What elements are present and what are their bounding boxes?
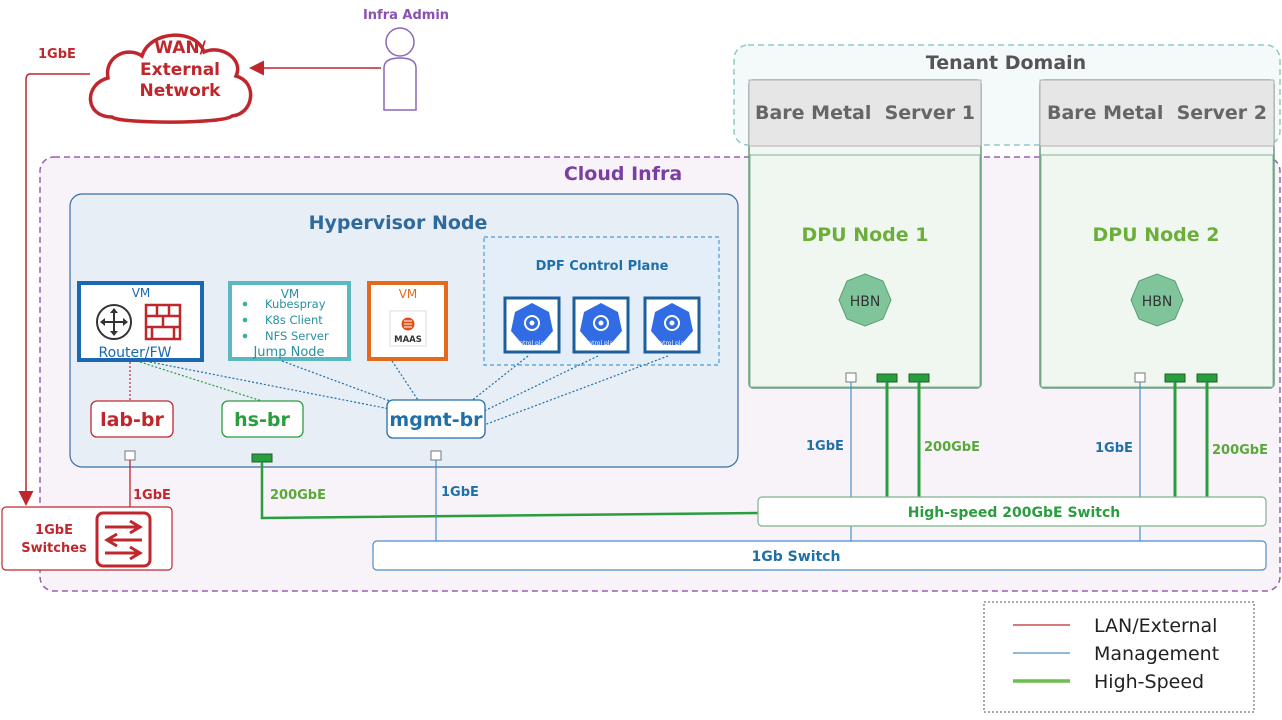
hs-br-bridge <box>221 400 304 438</box>
cp1-to-mgmt-br-line <box>469 355 529 403</box>
vm-jump-label: VM <box>281 287 300 301</box>
cp3-to-mgmt-br-line <box>483 355 669 426</box>
gbe-switches-line2: Switches <box>21 541 87 556</box>
mgmt-link-label: 1GbE <box>441 485 479 500</box>
vm-router-caption: Router/FW <box>98 345 171 361</box>
wan-link-label: 1GbE <box>38 47 76 62</box>
dpu2-hs-link-label: 200GbE <box>1212 443 1268 458</box>
dpu-node-1 <box>749 154 981 388</box>
bullet-icon <box>242 333 248 339</box>
hbn-2-icon <box>1130 273 1184 327</box>
cp2-to-mgmt-br-line <box>481 355 599 413</box>
dpu2-mgmt-link-label: 1GbE <box>1095 441 1133 456</box>
wan-to-switch-link <box>18 73 90 506</box>
wan-line2: External <box>140 60 220 80</box>
legend-hs-label: High-Speed <box>1094 671 1204 693</box>
hs-port-icon <box>251 453 273 463</box>
maas-logo-icon <box>389 310 427 347</box>
wan-line3: Network <box>140 81 222 101</box>
jump-to-mgmt-br-line <box>281 360 399 405</box>
hbn-1-icon <box>838 273 892 327</box>
mgmt-br-bridge <box>386 399 486 439</box>
dpu1-hs-link-label: 200GbE <box>924 440 980 455</box>
vm-router-label: VM <box>132 286 151 300</box>
high-speed-switch-label: High-speed 200GbE Switch <box>908 505 1121 521</box>
dpu1-mgmt-port-icon <box>845 372 857 383</box>
control-plane-caption: control plane <box>512 340 552 347</box>
gbe-switches-line1: 1GbE <box>35 523 73 538</box>
mgmt-1gb-switch <box>372 540 1267 571</box>
dpu1-hs-port-icon <box>876 373 898 383</box>
hs-br-to-hs-switch-link <box>260 462 759 520</box>
hbn-2-label: HBN <box>1142 294 1173 310</box>
router-icon <box>96 304 132 340</box>
vm-maas-label: VM <box>399 287 418 301</box>
cloud-infra-title: Cloud Infra <box>564 163 682 185</box>
tenant-domain-title: Tenant Domain <box>926 52 1086 74</box>
high-speed-switch <box>757 496 1267 527</box>
router-to-mgmt-br-line <box>149 361 391 410</box>
firewall-icon <box>144 303 182 341</box>
mgmt-port-icon <box>430 450 442 461</box>
switch-icon <box>95 511 152 568</box>
bare-metal-server-1-header <box>748 79 982 147</box>
dpu-node-2 <box>1040 154 1274 388</box>
bullet-icon <box>242 317 248 323</box>
lab-link-label: 1GbE <box>133 488 171 503</box>
mgmt-br-label: mgmt-br <box>389 409 483 431</box>
dpu-node-1-title: DPU Node 1 <box>801 224 928 246</box>
jump-item-kubespray: Kubespray <box>265 297 326 311</box>
infra-admin-label: Infra Admin <box>363 8 449 23</box>
vm-jump-node <box>228 281 351 361</box>
lab-port-icon <box>124 450 136 461</box>
dpu2-hs-port-icon <box>1164 373 1186 383</box>
hbn-1-label: HBN <box>850 294 881 310</box>
legend-mgmt-label: Management <box>1094 643 1219 665</box>
dpf-control-plane-title: DPF Control Plane <box>536 259 669 274</box>
control-plane-caption: control plane <box>581 340 621 347</box>
hs-br-label: hs-br <box>234 409 290 431</box>
legend-box <box>983 601 1255 713</box>
mgmt-1gb-switch-label: 1Gb Switch <box>752 549 841 565</box>
legend-lan-label: LAN/External <box>1094 615 1217 637</box>
dpu2-mgmt-port-icon <box>1134 372 1146 383</box>
hypervisor-node-title: Hypervisor Node <box>309 212 488 234</box>
wan-cloud-icon <box>88 33 253 124</box>
dpu1-hs-port-icon <box>908 373 930 383</box>
dpu-node-2-title: DPU Node 2 <box>1092 224 1219 246</box>
hs-link-label: 200GbE <box>270 488 326 503</box>
control-plane-caption: control plane <box>652 340 692 347</box>
jump-item-nfs-server: NFS Server <box>265 329 329 343</box>
dpu1-mgmt-link-label: 1GbE <box>806 439 844 454</box>
router-to-hs-br-line <box>139 361 263 402</box>
bullet-icon <box>242 301 248 307</box>
admin-person-icon <box>383 27 417 111</box>
bare-metal-server-1-label: Bare Metal Server 1 <box>755 102 975 124</box>
bare-metal-server-2-header <box>1039 79 1275 147</box>
dpu2-hs-port-icon <box>1196 373 1218 383</box>
vm-jump-caption: Jump Node <box>252 345 324 360</box>
lab-br-label: lab-br <box>100 409 164 431</box>
maas-logo-text: MAAS <box>394 335 422 345</box>
jump-item-k8s-client: K8s Client <box>265 313 323 327</box>
wan-line1: WAN/ <box>154 38 206 58</box>
lab-br-bridge <box>90 400 174 438</box>
bare-metal-server-2-label: Bare Metal Server 2 <box>1047 102 1267 124</box>
